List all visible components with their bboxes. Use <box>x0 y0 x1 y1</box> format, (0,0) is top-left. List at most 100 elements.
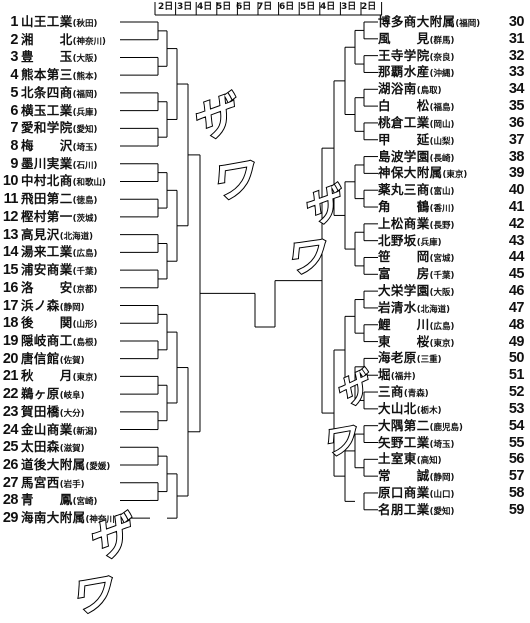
team-entry: 道後大附属(愛媛) <box>21 456 110 476</box>
team-region: (北海道) <box>416 304 450 315</box>
team-name: 那覇水産 <box>378 64 430 80</box>
team-region: (佐賀) <box>59 355 85 366</box>
team-name: 太田森 <box>21 439 60 455</box>
team-seed-number: 21 <box>2 368 19 385</box>
team-seed-number: 45 <box>508 266 525 283</box>
team-entry: 洛 安(京都) <box>21 279 97 299</box>
team-region: (福島) <box>429 103 455 114</box>
team-region: (青森) <box>403 389 429 400</box>
team-region: (福岡) <box>72 89 98 100</box>
team-name: 矢野工業 <box>378 434 430 450</box>
team-name: 東 桜 <box>378 333 430 349</box>
team-seed-number: 50 <box>508 350 525 367</box>
team-name: 梅 沢 <box>21 138 73 154</box>
team-entry: 桃倉工業(岡山) <box>378 114 454 134</box>
team-seed-number: 56 <box>508 451 525 468</box>
team-entry: 愛和学院(愛知) <box>21 119 97 139</box>
round-day-label: 3日 <box>341 2 357 12</box>
team-region: (岐阜) <box>59 391 85 402</box>
team-region: (千葉) <box>72 267 98 278</box>
team-region: (高知) <box>416 456 442 467</box>
team-seed-number: 26 <box>2 457 19 473</box>
team-seed-number: 24 <box>2 421 19 438</box>
team-entry: 東 桜(東京) <box>378 333 454 353</box>
team-region: (静岡) <box>429 473 455 484</box>
team-region: (宮城) <box>429 254 455 265</box>
team-region: (滋賀) <box>59 444 85 455</box>
team-region: (東京) <box>442 170 468 181</box>
team-name: 青 鳳 <box>21 492 73 508</box>
team-region: (福岡) <box>455 19 481 29</box>
team-name: 風 見 <box>378 30 430 46</box>
team-seed-number: 58 <box>508 484 525 501</box>
team-seed-number: 3 <box>10 49 18 66</box>
team-name: 博多商大附属 <box>378 14 456 29</box>
team-region: (東京) <box>429 338 455 349</box>
team-seed-number: 14 <box>2 244 19 261</box>
team-name: 豊 玉 <box>21 49 73 65</box>
team-name: 湖浴南 <box>378 81 417 97</box>
team-name: 白 松 <box>378 98 430 114</box>
team-name: 金山商業 <box>21 421 73 437</box>
team-seed-number: 43 <box>508 232 525 249</box>
round-day-label: 2日 <box>158 2 174 12</box>
team-region: (茨城) <box>72 213 98 224</box>
team-region: (山梨) <box>429 136 455 147</box>
team-entry: 堀(福井) <box>378 366 416 386</box>
team-region: (長野) <box>429 220 455 231</box>
team-entry: 湯来工業(広島) <box>21 243 97 263</box>
team-seed-number: 28 <box>2 492 19 509</box>
team-seed-number: 51 <box>508 367 525 384</box>
team-region: (沖縄) <box>429 69 455 80</box>
team-name: 神保大附属 <box>378 165 443 181</box>
team-entry: 山王工業(秋田) <box>21 13 97 33</box>
team-region: (京都) <box>72 284 98 295</box>
team-region: (新潟) <box>72 426 98 437</box>
team-name: 中村北商 <box>21 173 73 189</box>
round-day-label: 4日 <box>197 2 213 12</box>
team-seed-number: 4 <box>10 67 18 84</box>
team-seed-number: 1 <box>10 14 18 30</box>
team-entry: 大隅第二(鹿児島) <box>378 417 463 437</box>
team-name: 薬丸三商 <box>378 182 430 198</box>
team-seed-number: 44 <box>508 249 525 266</box>
round-day-label: 5日 <box>216 2 232 12</box>
team-name: 墨川実業 <box>21 155 73 171</box>
team-seed-number: 35 <box>508 98 525 115</box>
team-region: (神奈川) <box>85 515 119 526</box>
team-name: 海老原 <box>378 350 417 366</box>
team-entry: 青 鳳(宮崎) <box>21 491 97 511</box>
team-seed-number: 7 <box>10 120 18 137</box>
team-region: (岡山) <box>429 119 455 130</box>
team-seed-number: 39 <box>508 165 525 182</box>
team-entry: 名朋工業(愛知) <box>378 501 454 521</box>
team-entry: 博多商大附属(福岡) <box>378 13 480 33</box>
team-name: 笹 岡 <box>378 249 430 265</box>
team-seed-number: 2 <box>10 31 18 48</box>
round-day-label: 2日 <box>361 2 377 12</box>
team-name: 桃倉工業 <box>378 114 430 130</box>
team-entry: 神保大附属(東京) <box>378 164 467 184</box>
team-name: 大栄学園 <box>378 283 430 299</box>
team-region: (徳島) <box>72 196 98 207</box>
team-seed-number: 8 <box>10 138 18 155</box>
team-name: 熊本第三 <box>21 67 73 83</box>
team-seed-number: 19 <box>2 332 19 349</box>
team-entry: 甲 延(山梨) <box>378 131 454 151</box>
team-name: 甲 延 <box>378 131 430 147</box>
round-day-label: 6日 <box>279 2 295 12</box>
wa-sfx-4-icon: ワ <box>65 567 117 623</box>
team-name: 秋 月 <box>21 368 73 384</box>
team-entry: 樫村第一(茨城) <box>21 208 97 228</box>
team-region: (三重) <box>416 355 442 366</box>
team-entry: 豊 玉(大阪) <box>21 48 97 68</box>
team-region: (香川) <box>429 204 455 215</box>
team-name: 浜ノ森 <box>21 297 60 313</box>
team-entry: 薬丸三商(富山) <box>378 181 454 201</box>
team-name: 岩清水 <box>378 299 417 315</box>
team-region: (東京) <box>72 373 98 384</box>
team-name: 堀 <box>378 367 391 383</box>
team-seed-number: 53 <box>508 400 525 417</box>
team-seed-number: 5 <box>10 84 18 101</box>
team-seed-number: 30 <box>508 14 525 30</box>
